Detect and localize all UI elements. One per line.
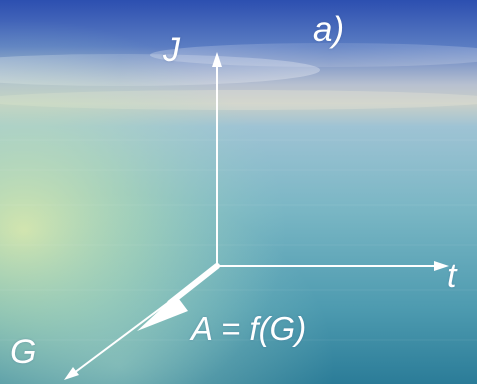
g-axis-label: G [10,333,37,371]
t-axis [217,261,449,271]
t-axis-arrowhead [434,261,449,271]
function-vector-arrowhead [137,295,188,331]
t-axis-label: t [447,257,457,295]
j-axis [212,52,222,266]
g-axis-arrowhead [64,367,79,380]
function-vector [137,263,220,331]
j-axis-label: J [163,31,180,69]
j-axis-arrowhead [212,52,222,67]
panel-label: a) [313,10,345,49]
vector-label: A = f(G) [191,310,307,347]
